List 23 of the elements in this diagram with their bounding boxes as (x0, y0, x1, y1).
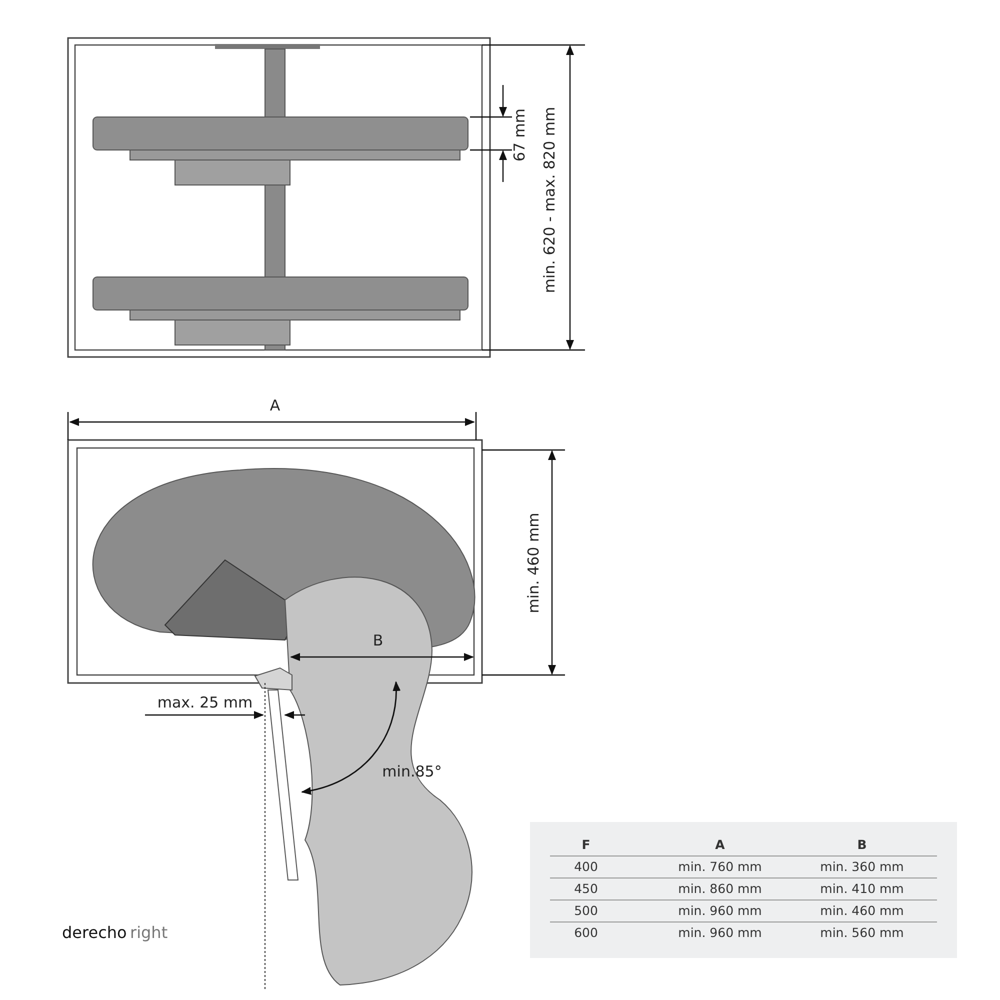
dimension-label: A (270, 398, 280, 414)
table-cell: min. 460 mm (820, 904, 904, 918)
dimension-label: min. 620 - max. 820 mm (542, 106, 558, 294)
table-cell: 450 (574, 882, 598, 896)
table-cell: min. 860 mm (678, 882, 762, 896)
dimension-label: 67 mm (512, 108, 528, 162)
side-label: right (130, 925, 168, 941)
table-cell: min. 960 mm (678, 904, 762, 918)
table-cell: 600 (574, 926, 598, 940)
table-header: A (715, 838, 725, 852)
table-cell: min. 960 mm (678, 926, 762, 940)
table-cell: 500 (574, 904, 598, 918)
table-cell: min. 560 mm (820, 926, 904, 940)
table-cell: min. 760 mm (678, 860, 762, 874)
dimension-label: B (372, 634, 384, 648)
table-header: F (582, 838, 590, 852)
table-cell: 400 (574, 860, 598, 874)
dimension-label: max. 25 mm (157, 696, 253, 710)
table-cell: min. 360 mm (820, 860, 904, 874)
table-header: B (857, 838, 867, 852)
side-label: derecho (62, 925, 127, 941)
dimension-label: min. 460 mm (526, 512, 542, 614)
table-cell: min. 410 mm (820, 882, 904, 896)
